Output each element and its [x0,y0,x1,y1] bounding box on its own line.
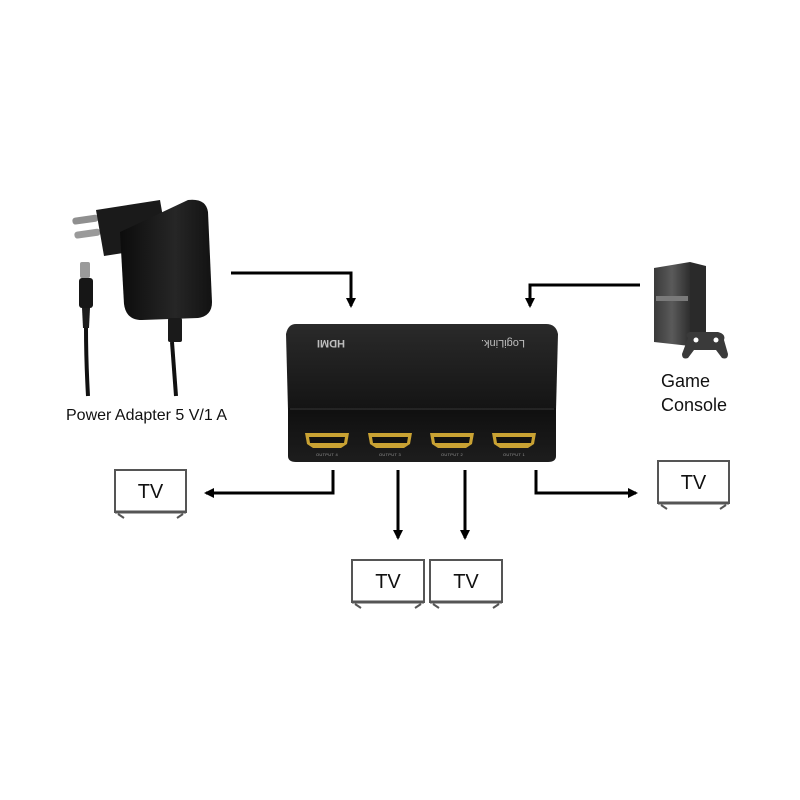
power-adapter-label: Power Adapter 5 V/1 A [66,407,227,424]
tv-left: TV [114,469,187,519]
power-adapter-icon [72,199,212,397]
port-label-output-2: OUTPUT 2 [441,452,464,457]
hdmi-port-output-1 [492,433,536,448]
hdmi-port-output-3 [368,433,412,448]
game-console-label-line1: Game [661,371,710,391]
game-console-icon [654,262,728,359]
hdmi-splitter: HDMI LogiLink. OUTPUT 4 OUTPUT 3 OUTPUT … [286,324,558,462]
hdmi-logo: HDMI [317,337,345,349]
tv-label: TV [138,481,164,503]
hdmi-port-output-4 [305,433,349,448]
arrow-console-to-splitter [525,283,640,308]
hdmi-port-output-2 [430,433,474,448]
tv-label: TV [453,571,479,593]
tv-bottom-left: TV [351,559,425,609]
tv-right: TV [657,460,730,510]
tv-bottom-right: TV [429,559,503,609]
tv-screen-icon [429,559,503,603]
arrows [204,271,640,540]
arrow-to-tv-right [534,470,638,498]
tv-label: TV [375,571,401,593]
tv-label: TV [681,472,707,494]
arrow-to-tv-left [204,470,335,498]
game-console-label-line2: Console [661,395,727,415]
port-label-output-1: OUTPUT 1 [503,452,526,457]
port-label-output-4: OUTPUT 4 [316,452,339,457]
port-label-output-3: OUTPUT 3 [379,452,402,457]
brand-logo: LogiLink. [481,337,525,349]
arrow-power-to-splitter [231,271,356,308]
